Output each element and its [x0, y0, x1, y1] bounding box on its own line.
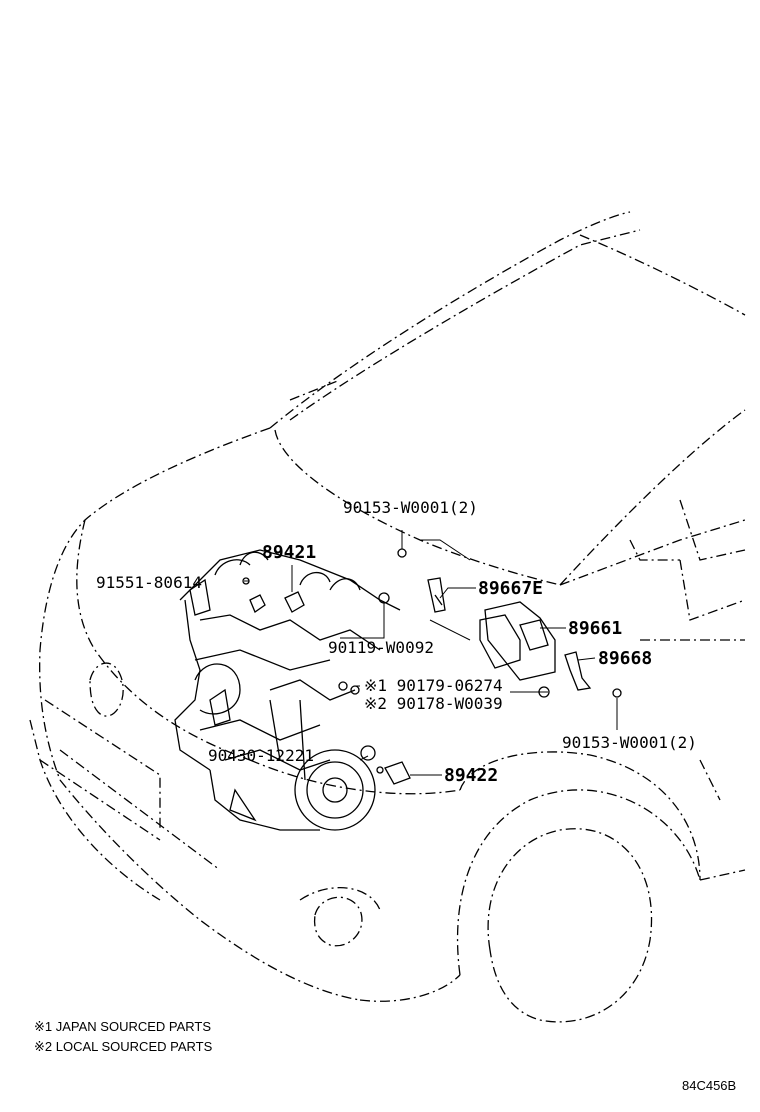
leader-lines: [244, 530, 618, 776]
callout-89661: 89661: [568, 618, 622, 639]
diagram-code: 84C456B: [682, 1078, 736, 1093]
callout-90153-w0001-top: 90153-W0001(2): [343, 498, 478, 517]
footnote-local: ※2 LOCAL SOURCED PARTS: [34, 1039, 213, 1054]
ecu-89661: [479, 601, 556, 681]
footnotes: ※1 JAPAN SOURCED PARTS ※2 LOCAL SOURCED …: [34, 1019, 213, 1054]
callout-90179-06274: ※1 90179-06274: [364, 676, 503, 695]
footnote-japan: ※1 JAPAN SOURCED PARTS: [34, 1019, 211, 1034]
sensor-89422: [376, 761, 411, 785]
engine-assembly: [174, 549, 401, 831]
callout-90178-w0039: ※2 90178-W0039: [364, 694, 503, 713]
callout-90153-w0001-right: 90153-W0001(2): [562, 733, 697, 752]
sensor-89421: [284, 591, 305, 613]
bracket-89667e: [427, 577, 446, 613]
callout-89667e: 89667E: [478, 578, 543, 599]
vehicle-outline: [29, 211, 746, 1023]
callout-89668: 89668: [598, 648, 652, 669]
callout-labels: 90153-W0001(2) 89421 91551-80614 89667E …: [96, 498, 697, 786]
callout-89422: 89422: [444, 765, 498, 786]
callout-90430-12221: 90430-12221: [208, 746, 314, 765]
callout-91551-80614: 91551-80614: [96, 573, 202, 592]
callout-89421: 89421: [262, 542, 316, 563]
bracket-89668: [564, 651, 592, 691]
callout-90119-w0092: 90119-W0092: [328, 638, 434, 657]
